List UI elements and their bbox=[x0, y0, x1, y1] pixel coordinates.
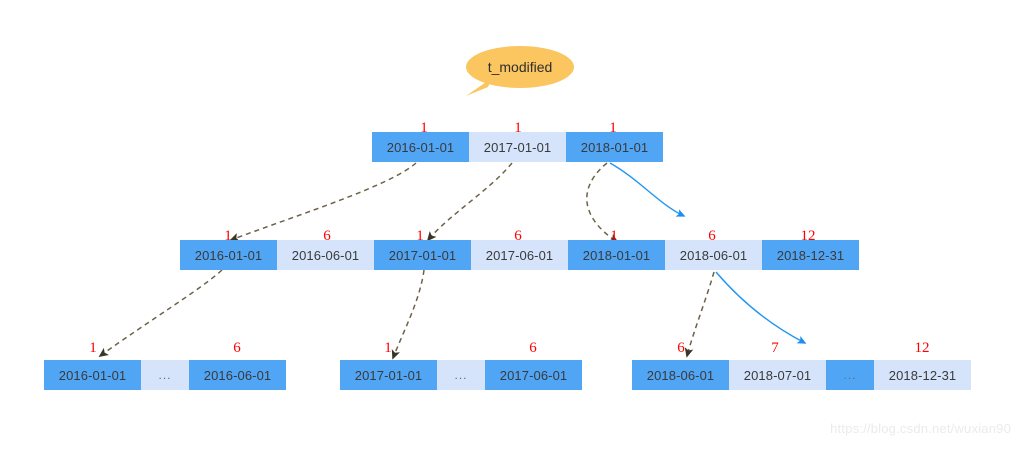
cell-date: 2016-06-01 bbox=[189, 360, 286, 390]
bubble-tail-icon bbox=[466, 78, 492, 96]
edge-solid-2018-06-to-07 bbox=[715, 271, 807, 344]
index-number: 6 bbox=[233, 340, 241, 356]
cell-date: 2016-01-01 bbox=[372, 132, 469, 162]
row-level-3-group-a: 2016-01-01...2016-06-01 bbox=[44, 360, 286, 390]
cell-date: 2018-06-01 bbox=[632, 360, 729, 390]
edge-dashed-2017-to-level2 bbox=[426, 162, 513, 242]
cell-date: 2016-01-01 bbox=[180, 240, 277, 270]
cell-date: 2018-01-01 bbox=[568, 240, 665, 270]
index-number: 12 bbox=[914, 340, 930, 356]
row-level-3-group-b: 2017-01-01...2017-06-01 bbox=[340, 360, 582, 390]
cell-date: 2018-12-31 bbox=[762, 240, 859, 270]
index-number: 1 bbox=[609, 120, 617, 136]
cell-date: 2018-12-31 bbox=[874, 360, 971, 390]
index-number: 1 bbox=[89, 340, 97, 356]
cell-date: 2017-01-01 bbox=[340, 360, 437, 390]
cell-ellipsis: ... bbox=[437, 360, 485, 390]
index-number: 1 bbox=[416, 228, 424, 244]
t-modified-bubble: t_modified bbox=[466, 46, 574, 88]
index-number: 6 bbox=[514, 228, 522, 244]
index-number: 1 bbox=[224, 228, 232, 244]
cell-date: 2017-06-01 bbox=[485, 360, 582, 390]
t-modified-bubble-label: t_modified bbox=[487, 59, 553, 75]
edge-dashed-2017-to-level3 bbox=[391, 269, 425, 360]
cell-date: 2018-07-01 bbox=[729, 360, 826, 390]
index-number: 1 bbox=[514, 120, 522, 136]
cell-date: 2018-01-01 bbox=[566, 132, 663, 162]
index-number: 12 bbox=[800, 228, 816, 244]
index-number: 1 bbox=[420, 120, 428, 136]
edge-dashed-2018-06-to-level3 bbox=[684, 271, 715, 358]
cell-ellipsis: ... bbox=[141, 360, 189, 390]
index-number: 6 bbox=[708, 228, 716, 244]
index-number: 6 bbox=[529, 340, 537, 356]
cell-ellipsis: ... bbox=[826, 360, 874, 390]
cell-date: 2016-06-01 bbox=[277, 240, 374, 270]
edge-dashed-2016-to-level3 bbox=[98, 269, 223, 358]
edge-solid-2018-to-2018-06 bbox=[609, 162, 686, 217]
index-number: 6 bbox=[323, 228, 331, 244]
cell-date: 2016-01-01 bbox=[44, 360, 141, 390]
cell-date: 2017-01-01 bbox=[469, 132, 566, 162]
index-number: 1 bbox=[610, 228, 618, 244]
cell-date: 2018-06-01 bbox=[665, 240, 762, 270]
cell-date: 2017-01-01 bbox=[374, 240, 471, 270]
index-number: 7 bbox=[771, 340, 779, 356]
index-number: 1 bbox=[384, 340, 392, 356]
index-number: 6 bbox=[677, 340, 685, 356]
cell-date: 2017-06-01 bbox=[471, 240, 568, 270]
watermark: https://blog.csdn.net/wuxian90 bbox=[830, 421, 1011, 436]
